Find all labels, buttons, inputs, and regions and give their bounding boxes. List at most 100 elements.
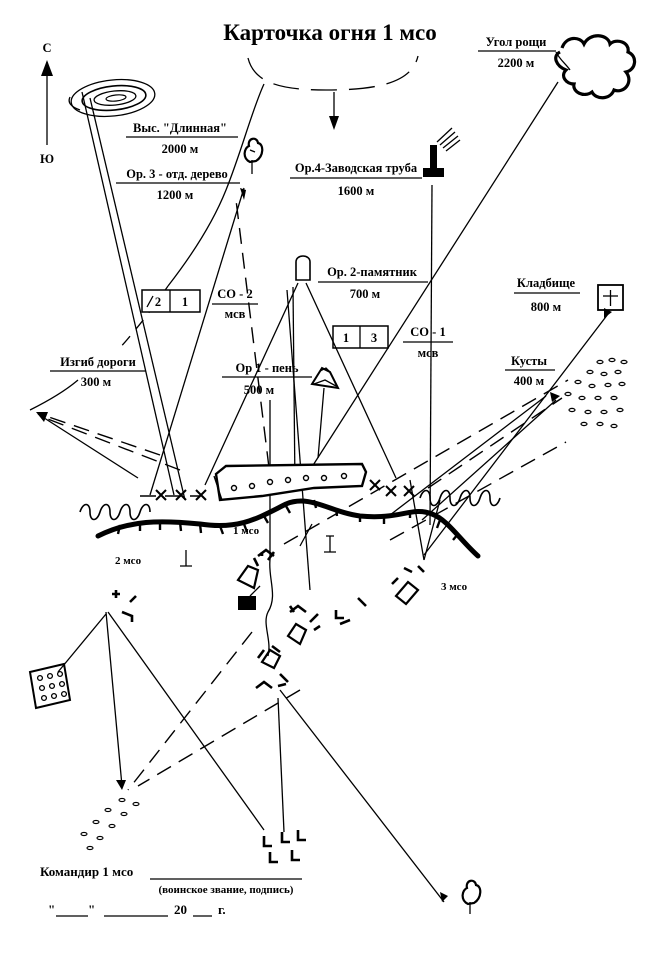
landmark-cemetery-label: Кладбище (517, 276, 576, 290)
dugout-2 (286, 622, 308, 646)
sector-co2-unit: мсв (225, 307, 246, 321)
landmark-grove-label: Угол рощи (486, 35, 547, 49)
footer-date-quote-close: " (88, 902, 95, 917)
monument-icon (295, 255, 311, 281)
squad-left-label: 2 мсо (115, 555, 142, 567)
firing-position-2 (288, 604, 307, 614)
landmark-height-distance: 2000 м (162, 142, 199, 156)
stump-icon (310, 366, 340, 390)
buildings-grid-icon (28, 662, 72, 710)
fire-line-rear-mortar (277, 697, 285, 833)
arrowhead-rear-tree (440, 892, 448, 902)
bushes-icon (564, 357, 628, 429)
communication-trench (265, 559, 274, 657)
landmark-bushes-distance: 400 м (514, 374, 545, 388)
firing-position-right (403, 565, 425, 574)
minefield-strip (213, 462, 368, 502)
footer-year-suffix: г. (218, 902, 226, 917)
arrowhead-tree (240, 188, 246, 200)
sector-co2-label: СО - 2 (217, 287, 252, 301)
sector-co2-left: 2 (155, 295, 161, 309)
support-positions-icon (262, 830, 306, 864)
arrowhead-bushes (550, 392, 560, 402)
dashed-line-tree (235, 199, 273, 493)
fire-line-bushes-2 (389, 395, 547, 516)
compass-north: С (42, 41, 51, 55)
forest-edge-arrow-icon (329, 116, 339, 130)
squad-main-label: 1 мсо (233, 525, 260, 537)
sector-co1-left: 1 (343, 331, 349, 345)
sector-co1-right: 3 (371, 331, 377, 345)
bmp-vehicle-icon (238, 596, 256, 610)
fire-line-3mso-up (409, 479, 425, 561)
fire-line-left-grid (57, 613, 107, 673)
fire-line-3mso-up2 (423, 499, 441, 561)
fire-arrowheads (36, 188, 612, 902)
fire-line-chimney (429, 184, 433, 526)
landmark-monument-label: Ор. 2-памятник (327, 265, 418, 279)
fire-line-road-bend (37, 413, 139, 479)
barbed-wire-left (79, 495, 200, 521)
landmark-stump-label: Ор 1 - пень (235, 361, 298, 375)
landmark-grove-distance: 2200 м (498, 56, 535, 70)
dugout-3 (260, 648, 282, 670)
landmark-cemetery-distance: 800 м (531, 300, 562, 314)
landmark-road-bend-distance: 300 м (81, 375, 112, 389)
observation-post-icon (324, 535, 336, 553)
sector-co1-unit: мсв (418, 346, 439, 360)
dashed-line-bushes (427, 397, 563, 489)
compass-south: Ю (40, 152, 54, 166)
rear-bushes-icon (80, 797, 140, 851)
road-lower (29, 379, 79, 411)
arrowhead-cemetery (604, 308, 612, 318)
footer-commander: Командир 1 мсо (40, 864, 133, 879)
factory-chimney-icon (423, 127, 461, 177)
cemetery-cross-icon (597, 284, 624, 311)
fire-line-rear-tree (279, 689, 445, 903)
fire-line-height-1 (81, 91, 175, 496)
forest-edge-dashed-arc (247, 55, 419, 91)
fire-line-monument-left (204, 282, 299, 486)
rear-tree-icon (461, 879, 482, 914)
grove-edge-tail (555, 51, 571, 71)
fire-line-cemetery (423, 313, 609, 556)
dashed-line-rear-left-2 (137, 689, 301, 787)
sector-co1-label: СО - 1 (410, 325, 445, 339)
trench-line (95, 498, 481, 559)
landmark-chimney-label: Ор.4-Заводская труба (295, 161, 418, 175)
dugout-4 (394, 580, 420, 606)
landmark-bushes-label: Кусты (511, 354, 547, 368)
footer-year-prefix: 20 (174, 902, 187, 917)
fire-line-grove (309, 81, 559, 471)
firing-position-left-1 (112, 590, 120, 598)
fire-lines (37, 81, 609, 903)
tree-icon (243, 137, 264, 174)
dugout-1 (236, 564, 260, 590)
road-upper (167, 83, 265, 287)
sector-co2-right: 1 (182, 295, 188, 309)
landmark-tree-label: Ор. 3 - отд. дерево (126, 167, 228, 181)
firing-positions (112, 548, 425, 690)
fire-line-tree (149, 187, 245, 496)
dashed-line-road-2 (39, 415, 181, 471)
landmark-height-label: Выс. "Длинная" (133, 121, 227, 135)
compass-arrow-icon (41, 60, 53, 76)
landmark-road-bend-label: Изгиб дороги (60, 355, 136, 369)
dashed-line-bushes-3 (283, 379, 569, 545)
dashed-line-rear-left (127, 631, 253, 791)
fire-line-left-down (105, 611, 123, 787)
landmark-tree-distance: 1200 м (157, 188, 194, 202)
fire-line-left-mortar (107, 611, 265, 831)
arrowhead-road-bend (36, 412, 48, 422)
firing-position-left-2 (121, 610, 134, 622)
sector-co2-box: 2 1 (141, 289, 201, 313)
sector-co1-box: 1 3 (332, 325, 389, 349)
firing-position-3 (334, 610, 351, 626)
fire-line-monument-right (305, 282, 397, 479)
grove-edge-icon (554, 34, 637, 100)
fire-line-stump (317, 387, 325, 459)
fire-lines-dashed (39, 199, 569, 791)
fire-line-bushes-1 (421, 399, 557, 521)
